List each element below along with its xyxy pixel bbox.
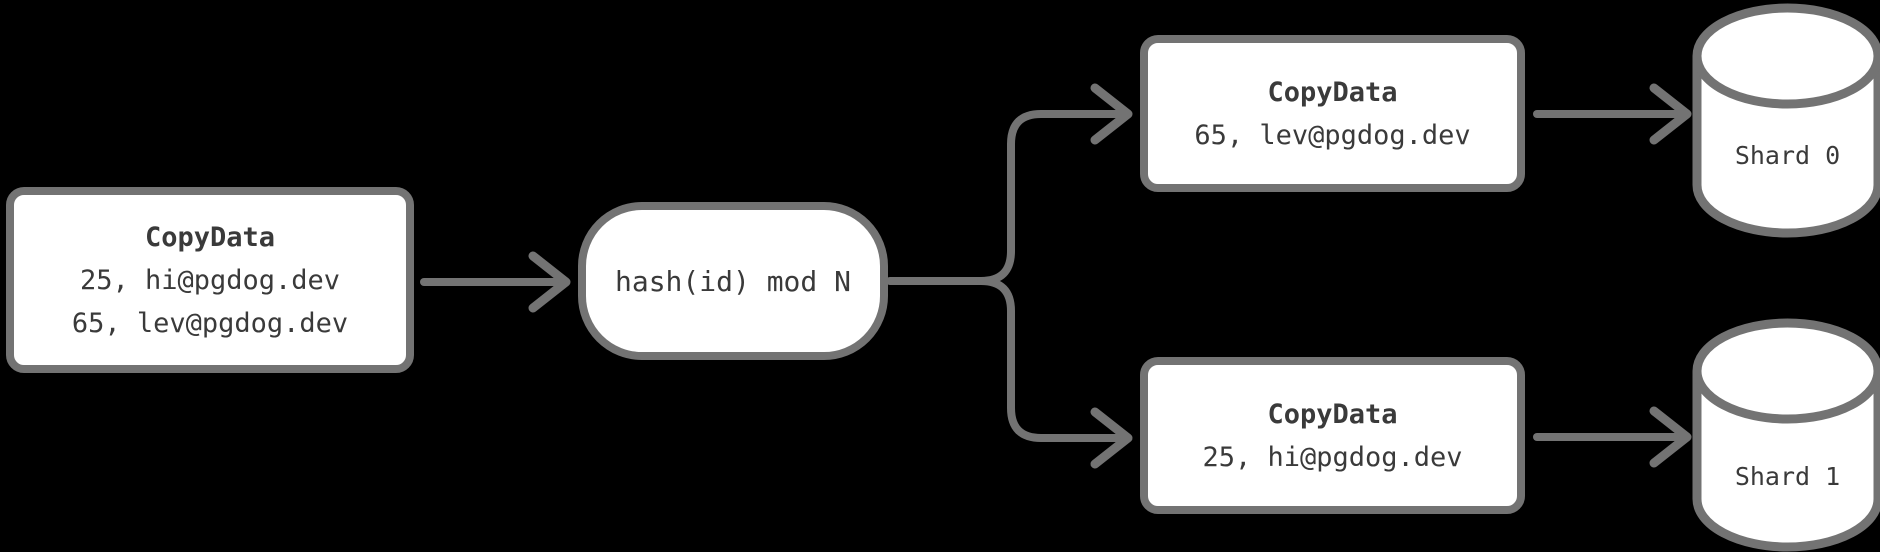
node-title: CopyData [1267, 398, 1398, 430]
arrowhead-icon [1649, 406, 1692, 468]
node-row: 25, hi@pgdog.dev [79, 264, 341, 296]
shard1-copydata-node: CopyData 25, hi@pgdog.dev [1140, 357, 1525, 514]
cylinder-top [1692, 3, 1880, 109]
node-row: 65, lev@pgdog.dev [1194, 119, 1471, 151]
node-row: 65, lev@pgdog.dev [71, 307, 349, 339]
fork-connector [886, 83, 1133, 469]
arrow-shard0-box-to-db [1533, 83, 1692, 145]
arrowhead-icon [528, 251, 571, 313]
fork-branch-down [977, 277, 1122, 442]
arrowhead-icon [1090, 83, 1133, 145]
shard1-db-label: Shard 1 [1734, 462, 1841, 491]
hash-label: hash(id) mod N [614, 264, 851, 298]
shard0-copydata-node: CopyData 65, lev@pgdog.dev [1140, 35, 1525, 192]
shard0-db-label: Shard 0 [1734, 141, 1841, 170]
node-title: CopyData [144, 221, 276, 253]
shard1-database-icon [1692, 318, 1880, 552]
arrow-input-to-hash [420, 251, 571, 313]
fork-branch-up [977, 110, 1122, 285]
node-title: CopyData [1267, 76, 1398, 108]
arrowhead-icon [1090, 407, 1133, 469]
input-copydata-node: CopyData 25, hi@pgdog.dev 65, lev@pgdog.… [6, 187, 414, 373]
arrow-shard1-box-to-db [1533, 406, 1692, 468]
node-row: 25, hi@pgdog.dev [1202, 441, 1463, 473]
hash-node: hash(id) mod N [578, 202, 888, 360]
arrowhead-icon [1649, 83, 1692, 145]
shard0-database-icon [1692, 3, 1880, 238]
cylinder-top [1692, 318, 1880, 424]
